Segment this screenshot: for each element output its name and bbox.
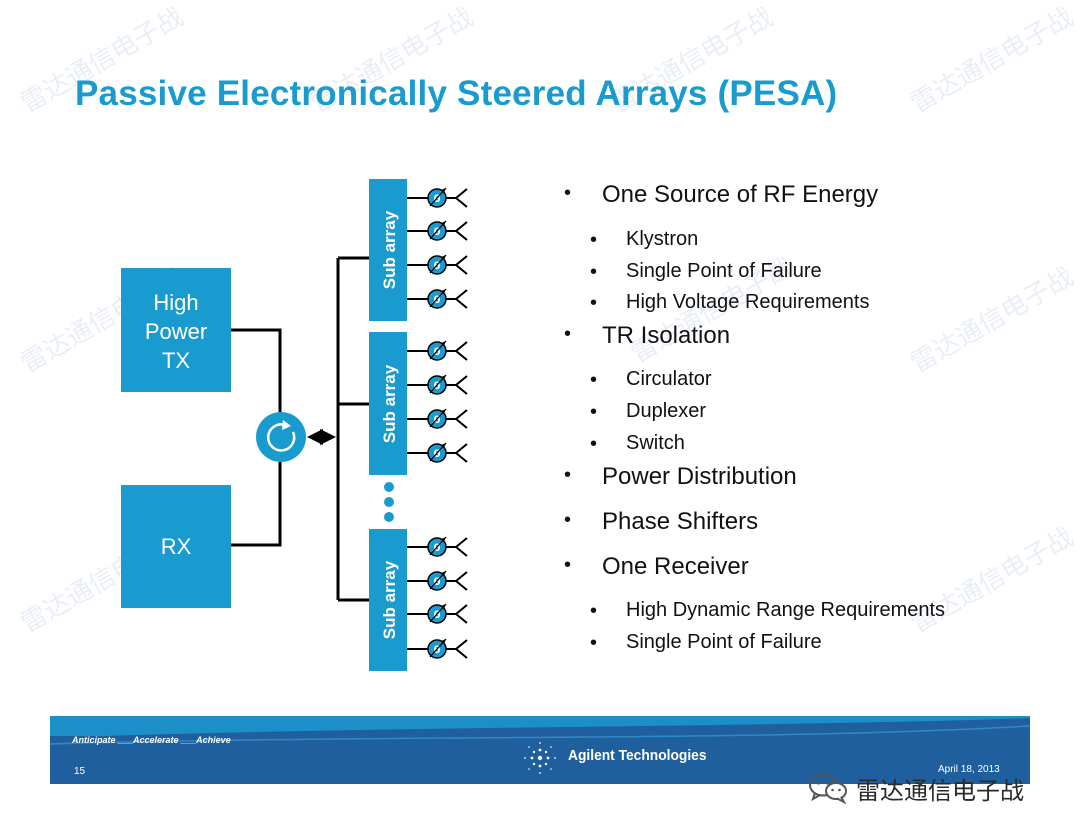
phase-symbol: θ xyxy=(434,261,441,272)
bullet-text: Phase Shifters xyxy=(602,508,759,535)
tx-label-line: High xyxy=(153,290,198,315)
bullet-text: TR Isolation xyxy=(602,322,731,349)
slide-title: Passive Electronically Steered Arrays (P… xyxy=(75,74,838,113)
sub-bullet-text: Circulator xyxy=(626,368,712,390)
phase-symbol: θ xyxy=(434,227,441,238)
page-number: 15 xyxy=(74,766,86,777)
bullet-dot: • xyxy=(564,464,572,486)
phase-shifter-antenna-icon: θ xyxy=(407,408,468,429)
sub-bullet-dot: • xyxy=(590,433,598,455)
phase-shifter-antenna-icon: θ xyxy=(407,536,468,557)
subarray-label: Sub array xyxy=(380,364,399,443)
sub-bullet-text: Klystron xyxy=(626,228,699,250)
sub-bullet-text: Single Point of Failure xyxy=(626,260,822,282)
subarray-label: Sub array xyxy=(380,210,399,289)
watermark-text: 雷达通信电子战 xyxy=(856,777,1024,805)
footer-bar: Anticipate ___Accelerate ___Achieve 15 A… xyxy=(50,716,1030,784)
tx-label-line: Power xyxy=(145,319,207,344)
subarray-block xyxy=(369,332,407,475)
subarray-label: Sub array xyxy=(380,560,399,639)
phase-symbol: θ xyxy=(434,645,441,656)
phase-symbol: θ xyxy=(434,610,441,621)
rx-label: RX xyxy=(161,534,192,559)
bullet-dot: • xyxy=(564,554,572,576)
phase-shifter-antenna-icon: θ xyxy=(407,288,468,309)
rx-block xyxy=(121,485,231,608)
phase-symbol: θ xyxy=(434,347,441,358)
sub-bullet-dot: • xyxy=(590,632,598,654)
tx-label-line: TX xyxy=(162,348,190,373)
subarray-block xyxy=(369,529,407,671)
sub-bullet-dot: • xyxy=(590,292,598,314)
agilent-spark-icon xyxy=(524,742,556,774)
footer-date: April 18, 2013 xyxy=(938,764,1000,775)
watermark-faint: 雷达通信电子战 xyxy=(905,261,1079,379)
phase-symbol: θ xyxy=(434,381,441,392)
phase-shifter-antenna-icon: θ xyxy=(407,603,468,624)
watermark-faint: 雷达通信电子战 xyxy=(905,1,1079,119)
sub-bullet-dot: • xyxy=(590,600,598,622)
phase-symbol: θ xyxy=(434,295,441,306)
phase-shifter-antenna-icon: θ xyxy=(407,638,468,659)
bullet-dot: • xyxy=(564,509,572,531)
subarray-block xyxy=(369,179,407,321)
sub-bullet-dot: • xyxy=(590,401,598,423)
phase-shifter-antenna-icon: θ xyxy=(407,187,468,208)
sub-bullet-text: High Dynamic Range Requirements xyxy=(626,599,946,621)
bullet-dot: • xyxy=(564,323,572,345)
sub-bullet-dot: • xyxy=(590,229,598,251)
sub-bullet-text: High Voltage Requirements xyxy=(626,291,870,313)
phase-symbol: θ xyxy=(434,543,441,554)
phase-shifter-antenna-icon: θ xyxy=(407,340,468,361)
phase-shifter-antenna-icon: θ xyxy=(407,254,468,275)
brand-name: Agilent Technologies xyxy=(568,747,707,764)
bullet-text: One Receiver xyxy=(602,553,749,580)
phase-symbol: θ xyxy=(434,577,441,588)
phase-shifter-antenna-icon: θ xyxy=(407,442,468,463)
phase-shifter-antenna-icon: θ xyxy=(407,570,468,591)
phase-shifter-antenna-icon: θ xyxy=(407,374,468,395)
sub-bullet-dot: • xyxy=(590,261,598,283)
phase-symbol: θ xyxy=(434,415,441,426)
sub-bullet-text: Single Point of Failure xyxy=(626,631,822,653)
bullet-dot: • xyxy=(564,182,572,204)
phase-symbol: θ xyxy=(434,449,441,460)
wechat-icon xyxy=(809,773,847,804)
footer-tagline: Anticipate ___Accelerate ___Achieve xyxy=(72,735,231,745)
sub-bullet-text: Duplexer xyxy=(626,400,707,422)
bullet-text: Power Distribution xyxy=(602,463,797,490)
pesa-block-diagram: High Power TX RX Sub array Sub array Sub… xyxy=(121,179,468,671)
phase-symbol: θ xyxy=(434,194,441,205)
bullet-text: One Source of RF Energy xyxy=(602,181,879,208)
phase-shifter-antenna-icon: θ xyxy=(407,220,468,241)
signal-lines xyxy=(230,256,372,602)
circulator-icon xyxy=(256,412,306,462)
continuation-dots xyxy=(384,482,394,522)
watermark: 雷达通信电子战 xyxy=(808,770,1024,806)
tx-block xyxy=(121,268,231,392)
sub-bullet-dot: • xyxy=(590,369,598,391)
sub-bullet-text: Switch xyxy=(626,432,685,454)
